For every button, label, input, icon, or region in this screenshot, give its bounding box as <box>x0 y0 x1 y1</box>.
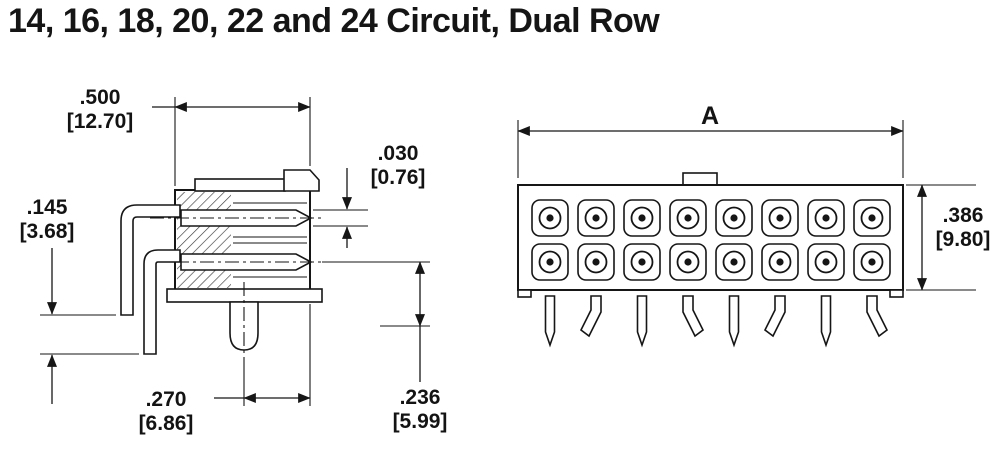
dim-236-label: .236 [5.99] <box>392 386 448 433</box>
dim-145-label: .145 [3.68] <box>19 196 75 243</box>
dim-500-label: .500 [12.70] <box>66 86 134 133</box>
dim-030-label: .030 [0.76] <box>370 142 426 189</box>
front-view-dimensions <box>517 120 976 291</box>
drawing-title: 14, 16, 18, 20, 22 and 24 Circuit, Dual … <box>8 2 660 40</box>
front-view-group <box>517 120 976 348</box>
inner-bent-leg <box>143 249 181 355</box>
solder-pins <box>544 295 889 348</box>
outer-bent-leg <box>120 204 181 316</box>
side-view-dimensions <box>40 97 430 406</box>
side-view-group <box>40 97 430 406</box>
dim-386-label: .386 [9.80] <box>935 204 991 251</box>
dim-a-label: A <box>700 102 720 130</box>
latch-hook <box>283 169 320 192</box>
dim-270-label: .270 [6.86] <box>138 388 194 435</box>
housing-outline <box>517 184 904 291</box>
